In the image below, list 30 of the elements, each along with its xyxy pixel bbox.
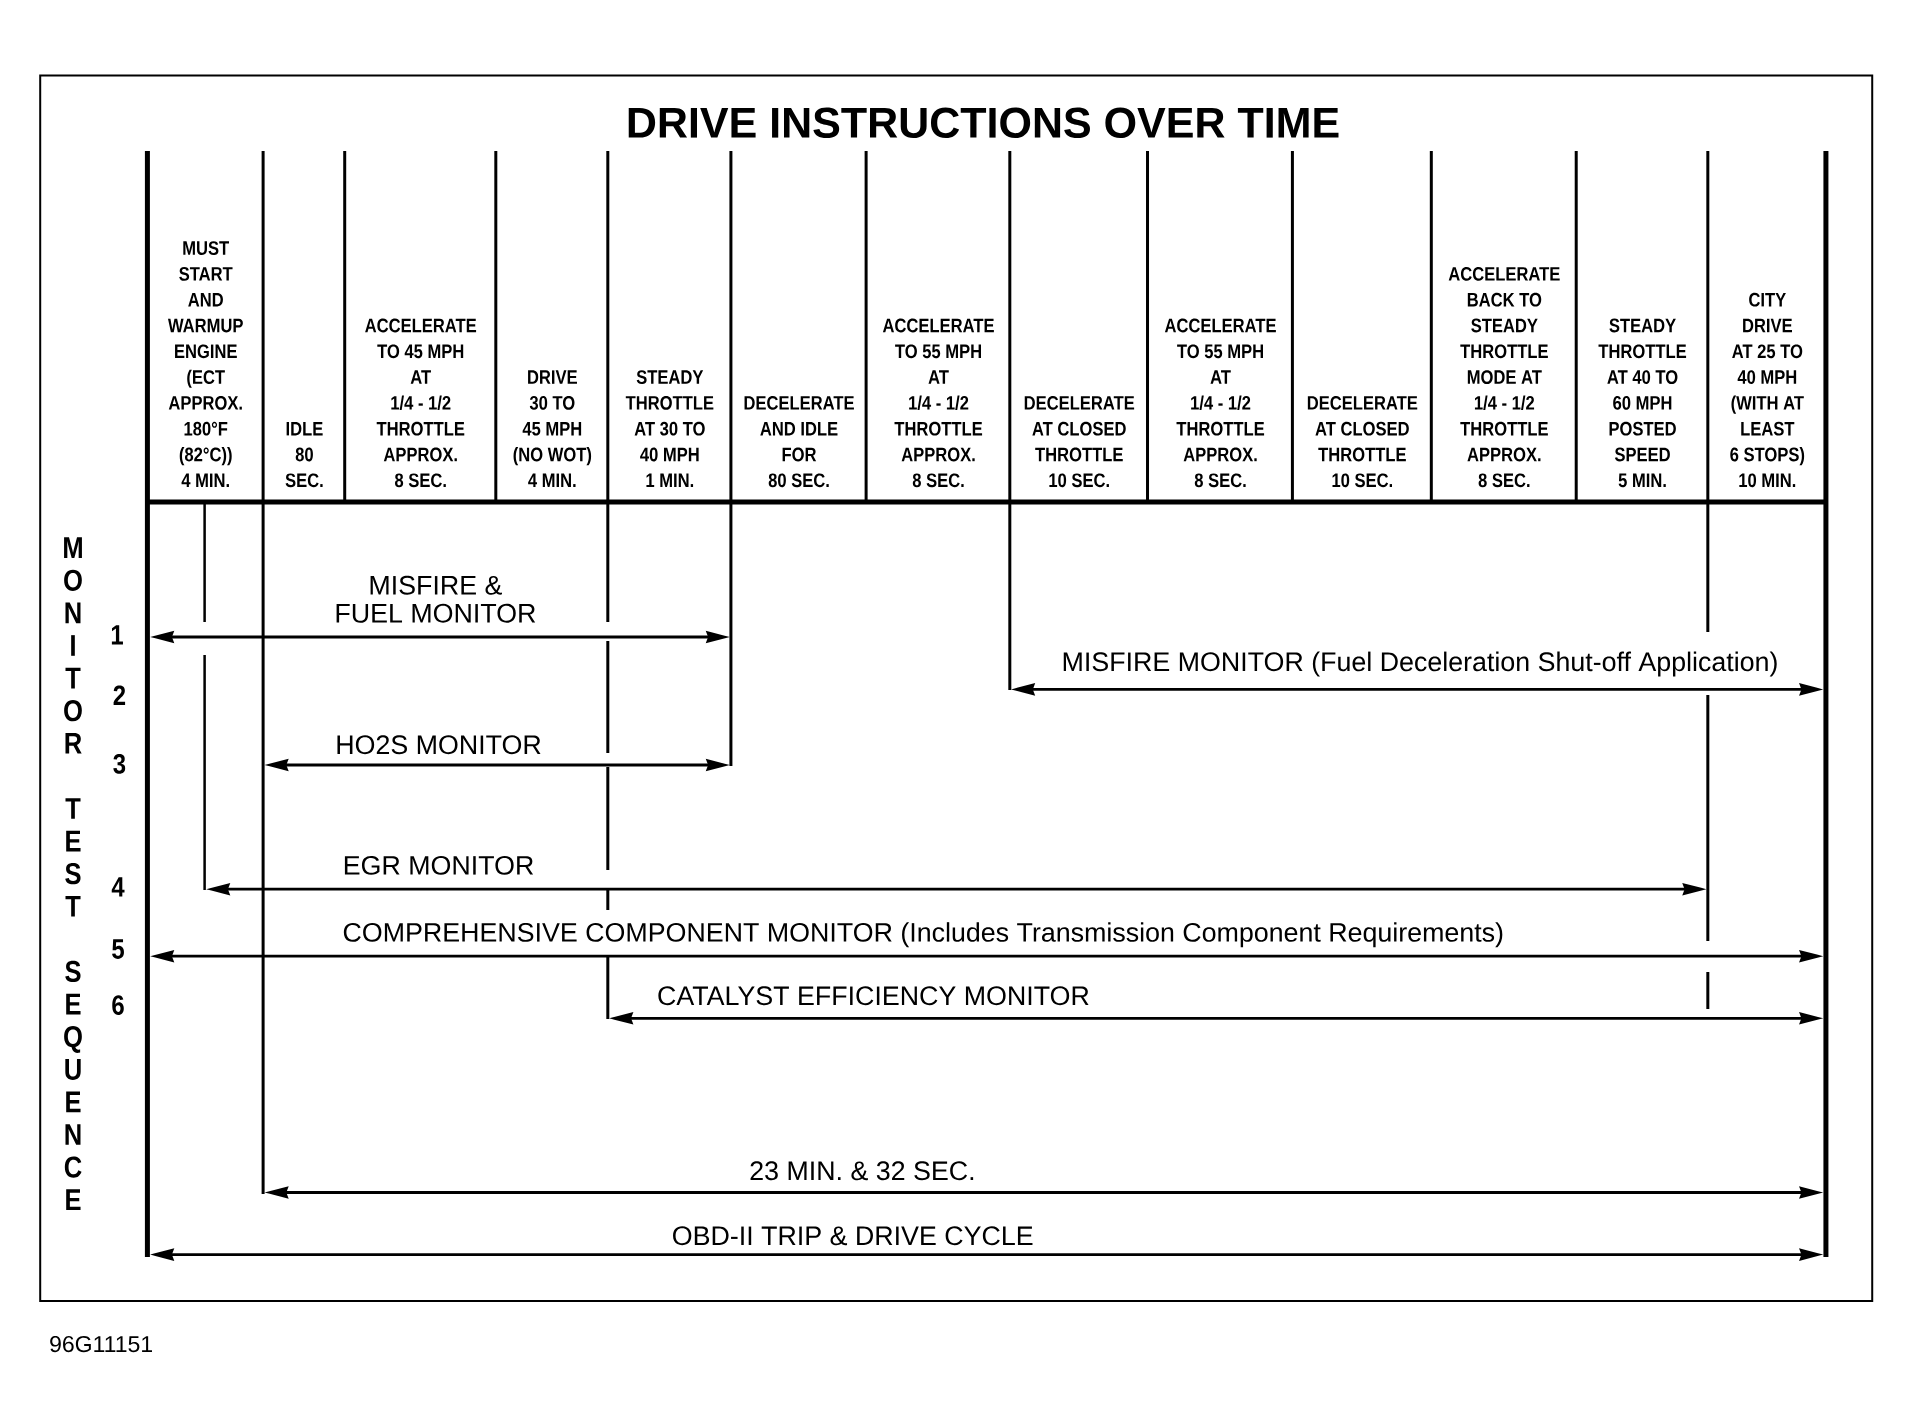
sequence-number: 5 (112, 939, 124, 959)
sequence-number: 4 (111, 877, 125, 897)
column-heading: ACCELERATE TO 55 MPH AT 1/4 - 1/2 THROTTLE APPROX. 8 SEC. (882, 318, 994, 488)
column-heading: DECELERATE AT CLOSED THROTTLE 10 SEC. (1024, 396, 1135, 488)
sequence-number: 1 (111, 625, 123, 645)
vertical-label: MONITOR TEST SEQUENCE (64, 537, 82, 1210)
column-heading: ACCELERATE TO 45 MPH AT 1/4 - 1/2 THROTTLE APPROX. 8 SEC. (365, 318, 477, 488)
dimension-label: COMPREHENSIVE COMPONENT MONITOR (Includes Transmission Component Requirements) (343, 922, 1503, 948)
title: DRIVE INSTRUCTIONS OVER TIME (628, 107, 1339, 138)
column-heading: DECELERATE AND IDLE FOR 80 SEC. (744, 396, 854, 488)
column-heading: DRIVE 30 TO 45 MPH (NO WOT) 4 MIN. (513, 370, 592, 487)
sequence-number: 2 (113, 685, 126, 705)
dimension-label: CATALYST EFFICIENCY MONITOR (658, 986, 1089, 1006)
column-heading: DECELERATE AT CLOSED THROTTLE 10 SEC. (1307, 396, 1418, 488)
column-heading: STEADY THROTTLE AT 30 TO 40 MPH 1 MIN. (625, 370, 714, 487)
column-heading: STEADY THROTTLE AT 40 TO 60 MPH POSTED SPEED 5 MIN. (1598, 318, 1687, 488)
column-heading: ACCELERATE BACK TO STEADY THROTTLE MODE AT 1/4 - 1/2 THROTTLE APPROX. 8 SEC. (1448, 267, 1560, 488)
dimension-label: MISFIRE & FUEL MONITOR (336, 575, 536, 623)
column-heading: ACCELERATE TO 55 MPH AT 1/4 - 1/2 THROTTLE APPROX. 8 SEC. (1164, 318, 1276, 488)
dimension-label: 23 MIN. & 32 SEC. (750, 1161, 974, 1181)
column-heading: IDLE 80 SEC. (285, 421, 323, 488)
column-heading: MUST START AND WARMUP ENGINE (ECT APPROX. 180°F (82°C)) 4 MIN. (168, 241, 243, 487)
figure-number: 96G11151 (50, 1335, 152, 1353)
dimension-label: HO2S MONITOR (337, 735, 541, 755)
dimension-label: MISFIRE MONITOR (Fuel Deceleration Shut-off Application) (1063, 651, 1777, 677)
dimension-label: OBD-II TRIP & DRIVE CYCLE (673, 1226, 1033, 1246)
sequence-number: 6 (112, 995, 124, 1015)
dimension-label: EGR MONITOR (344, 855, 534, 875)
sequence-number: 3 (113, 753, 126, 774)
column-heading: CITY DRIVE AT 25 TO 40 MPH (WITH AT LEAST 6 STOPS) 10 MIN. (1730, 292, 1805, 488)
